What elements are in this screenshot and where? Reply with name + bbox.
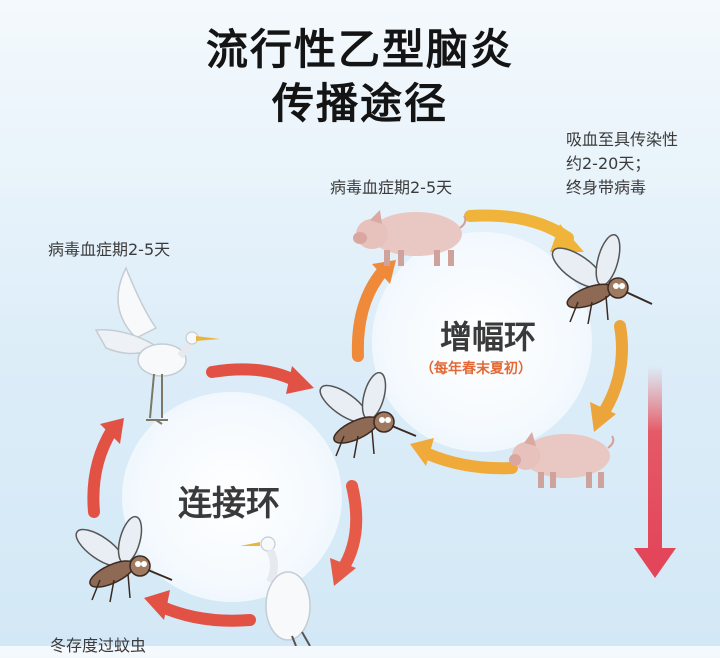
- conn-arrow-right: [330, 480, 363, 586]
- page-subtitle: 传播途径: [271, 79, 448, 128]
- mosquito-icon: [551, 234, 653, 325]
- amp-arrow-top: [464, 209, 584, 252]
- connection-cycle-label: 连接环: [178, 484, 280, 524]
- amplification-cycle-season: （每年春末夏初）: [420, 361, 532, 377]
- mosquito-infectivity-line3: 终身带病毒: [566, 178, 647, 197]
- bird-viremia-note: 病毒血症期2-5天: [48, 240, 171, 259]
- egret-icon: [240, 536, 311, 646]
- pig-icon: [509, 432, 615, 488]
- pig-icon: [353, 210, 467, 266]
- amp-arrow-right: [590, 320, 628, 432]
- conn-arrow-left: [87, 418, 124, 518]
- egret-icon: [94, 266, 220, 425]
- connection-cycle-circle: [122, 392, 342, 602]
- mosquito-icon: [319, 371, 417, 459]
- bottom-cut-note: 冬存度过蚊虫: [50, 636, 147, 655]
- down-arrow-icon: [634, 366, 676, 578]
- conn-arrow-bottom: [144, 590, 256, 627]
- amp-arrow-bottom: [410, 438, 518, 475]
- mosquito-icon: [75, 515, 173, 603]
- amplification-cycle-circle: [372, 232, 592, 452]
- mosquito-infectivity-line1: 吸血至具传染性: [566, 130, 679, 149]
- pig-viremia-note: 病毒血症期2-5天: [330, 178, 453, 197]
- amplification-cycle-label: 增幅环: [440, 318, 537, 356]
- mosquito-infectivity-line2: 约2-20天；: [566, 154, 651, 173]
- conn-arrow-top: [206, 363, 314, 394]
- amp-arrow-left: [351, 260, 396, 362]
- page-title: 流行性乙型脑炎: [205, 25, 514, 74]
